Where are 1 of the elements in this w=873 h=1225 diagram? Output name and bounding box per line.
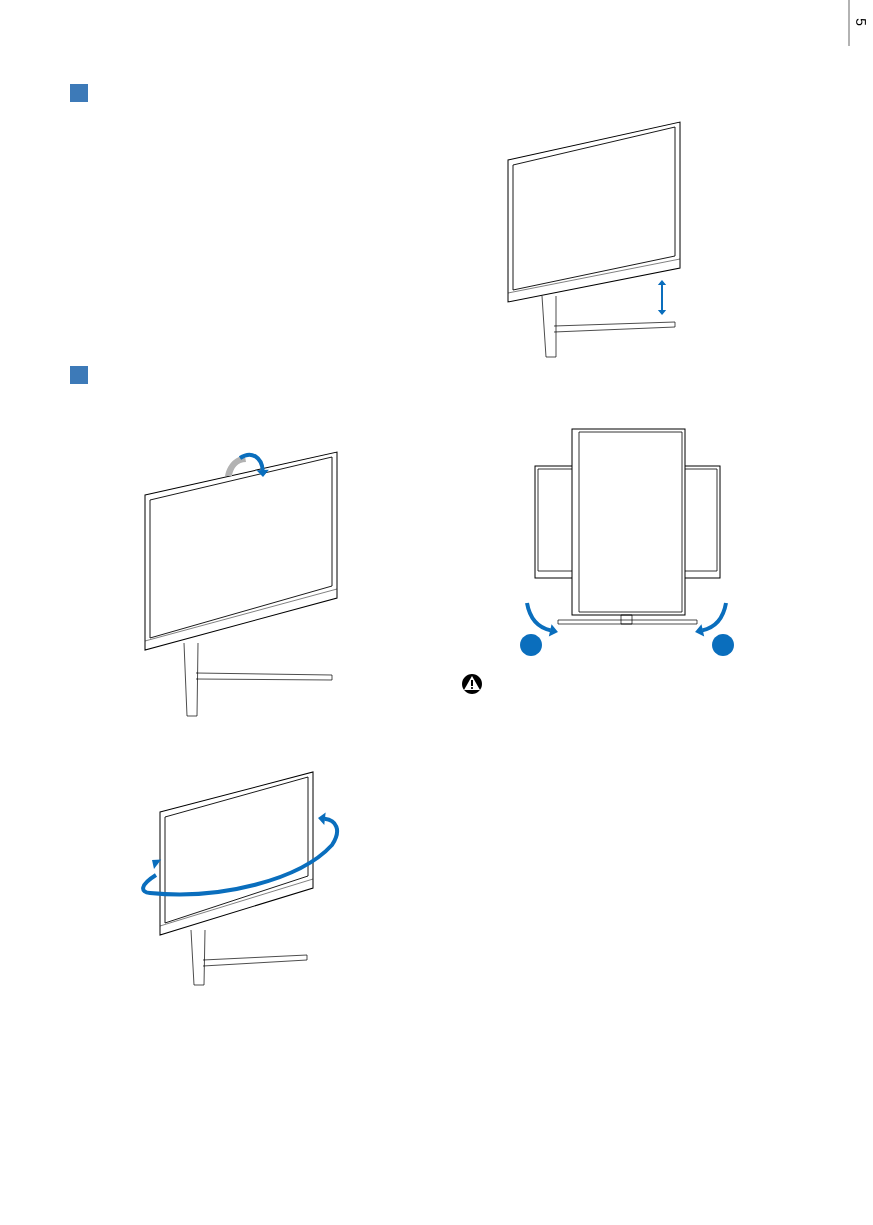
page-number: 5 [856,18,866,26]
